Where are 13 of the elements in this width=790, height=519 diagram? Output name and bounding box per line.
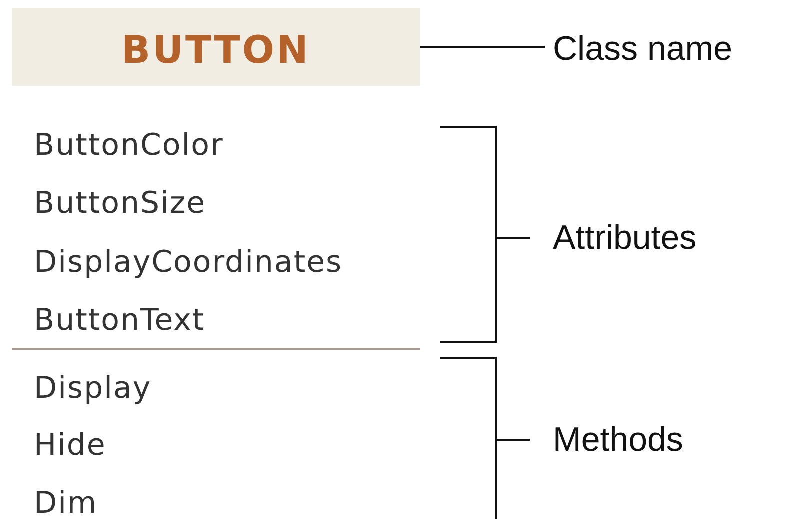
attribute-text: DisplayCoordinates — [34, 245, 343, 280]
class-name-text: BUTTON — [120, 28, 312, 72]
method-text: Dim — [34, 486, 98, 519]
attribute-text: ButtonSize — [34, 186, 206, 221]
section-label: Attributes — [553, 219, 697, 258]
method-text: Hide — [34, 428, 106, 463]
attribute-text: ButtonColor — [34, 128, 224, 163]
section-label: Methods — [553, 421, 684, 460]
annotation-text: Class name — [553, 30, 733, 69]
class-name-header — [12, 8, 420, 86]
leader-line — [420, 46, 545, 48]
attribute-text: ButtonText — [34, 303, 206, 338]
method-text: Display — [34, 371, 152, 406]
